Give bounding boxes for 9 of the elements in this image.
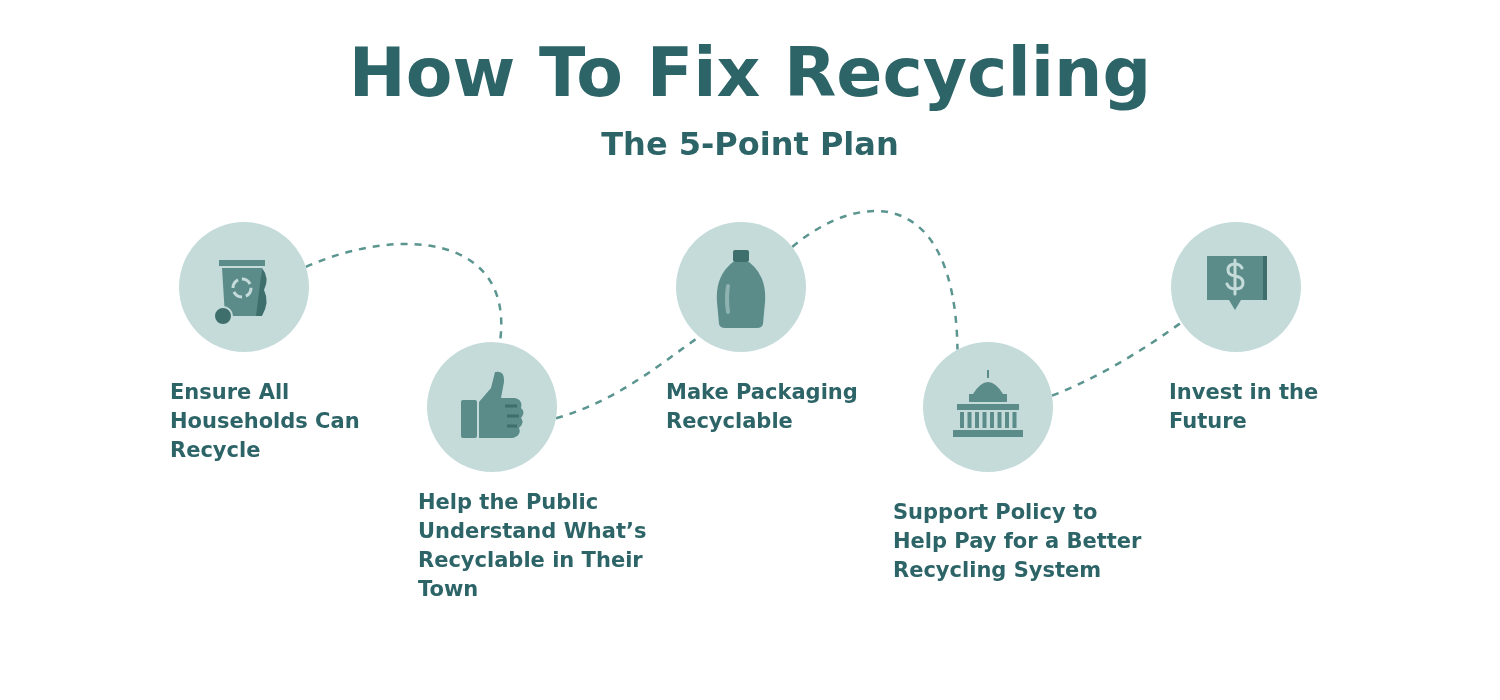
- step-label: Invest in the Future: [1169, 379, 1320, 435]
- step-label: Help the Public Understand What’s Recyclable in Their Town: [418, 489, 648, 603]
- step-label: Make Packaging Recyclable: [666, 379, 859, 435]
- dashed-connector: [1051, 321, 1183, 397]
- title: How To Fix Recycling: [347, 32, 1153, 114]
- step-label: Ensure All Households Can Recycle: [170, 379, 360, 464]
- step-label: Support Policy to Help Pay for a Better Recycling System: [893, 499, 1143, 584]
- dashed-connector: [791, 210, 959, 350]
- subtitle: The 5-Point Plan: [600, 124, 900, 165]
